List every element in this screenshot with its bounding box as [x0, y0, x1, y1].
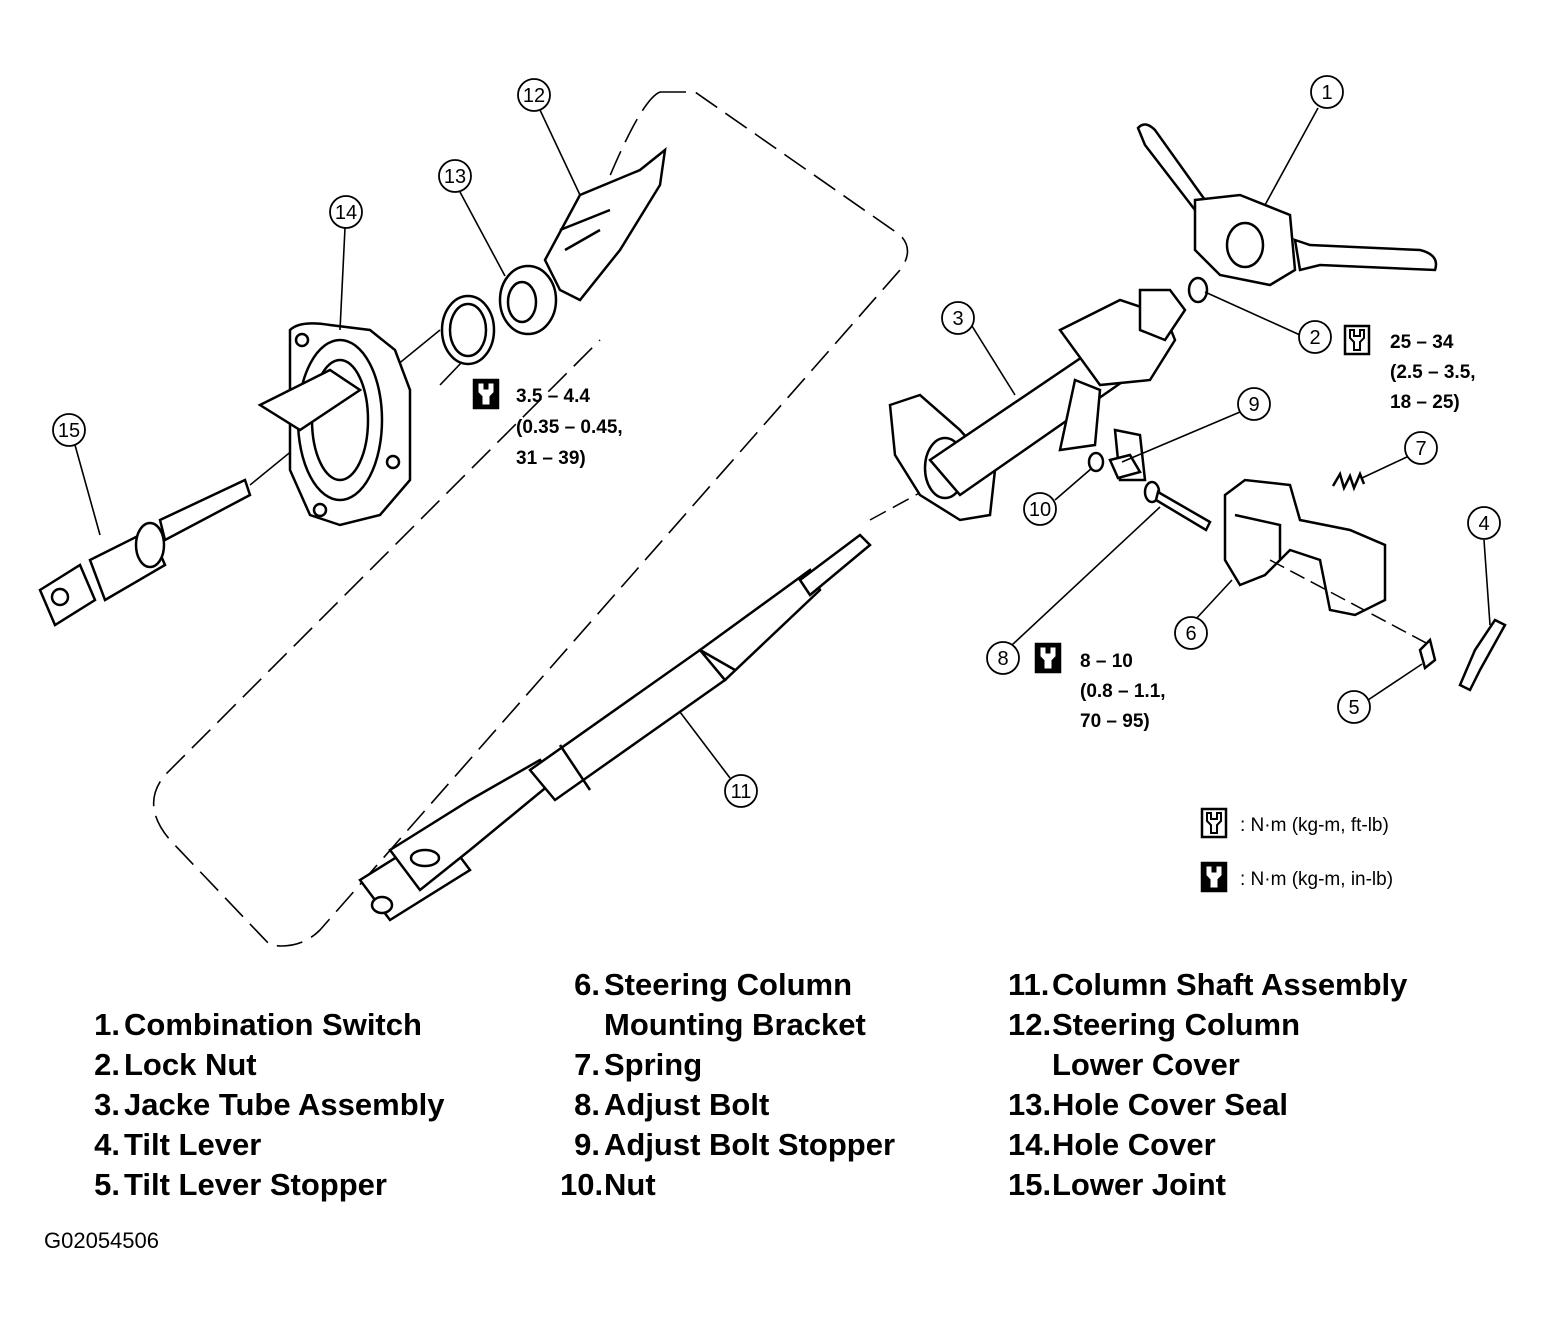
list-item: 14.Hole Cover [1008, 1127, 1216, 1162]
svg-text:10: 10 [1029, 499, 1051, 521]
adjust-bolt-stopper [1108, 453, 1142, 480]
torque-spec-hole-cover: 3.5 – 4.4 (0.35 – 0.45, 31 – 39) [472, 378, 623, 469]
callout-15: 15 [52, 413, 86, 447]
svg-text:7: 7 [1415, 438, 1426, 460]
svg-text:8: 8 [997, 648, 1008, 670]
jacket-tube-assembly [888, 288, 1187, 522]
parts-list-col3: 11.Column Shaft Assembly 12.Steering Col… [1008, 965, 1407, 1205]
svg-text:5: 5 [1348, 697, 1359, 719]
nut [1087, 451, 1105, 473]
svg-text:(0.8 – 1.1,: (0.8 – 1.1, [1080, 681, 1166, 702]
list-item: 9.Adjust Bolt Stopper [574, 1127, 896, 1162]
svg-text:70 – 95): 70 – 95) [1080, 711, 1150, 732]
list-item: 13.Hole Cover Seal [1008, 1087, 1289, 1122]
steering-column-lower-cover [543, 147, 667, 302]
callout-8: 8 [986, 641, 1020, 675]
callout-9: 9 [1237, 387, 1271, 421]
torque-spec-lock-nut: 25 – 34 (2.5 – 3.5, 18 – 25) [1343, 324, 1476, 413]
list-item: 4.Tilt Lever [94, 1127, 262, 1162]
svg-text:4: 4 [1478, 513, 1489, 535]
svg-text:: N·m (kg-m, in-lb): : N·m (kg-m, in-lb) [1240, 869, 1393, 890]
svg-text:(0.35 – 0.45,: (0.35 – 0.45, [516, 417, 623, 438]
hole-cover-seal [440, 264, 558, 366]
callout-2: 2 [1298, 320, 1332, 354]
svg-text:6: 6 [1185, 623, 1196, 645]
svg-text:3.5 – 4.4: 3.5 – 4.4 [516, 386, 590, 407]
callout-12: 12 [517, 78, 551, 112]
callout-6: 6 [1174, 616, 1208, 650]
tilt-lever [1458, 618, 1507, 692]
svg-text:(2.5 – 3.5,: (2.5 – 3.5, [1390, 362, 1476, 383]
figure-code: G02054506 [44, 1228, 159, 1253]
callout-5: 5 [1337, 690, 1371, 724]
tilt-lever-stopper [1418, 637, 1437, 671]
svg-text:14: 14 [335, 202, 357, 224]
filled-wrench-icon [1200, 861, 1228, 893]
filled-wrench-icon [472, 378, 500, 410]
list-item: 8.Adjust Bolt [574, 1087, 770, 1122]
svg-text:11: 11 [731, 781, 752, 803]
list-item: 3.Jacke Tube Assembly [94, 1087, 445, 1122]
list-item: 10.Nut [560, 1167, 656, 1202]
callout-7: 7 [1404, 431, 1438, 465]
lower-joint [38, 478, 252, 627]
svg-text:15: 15 [58, 420, 80, 442]
parts-list-col1: 1.Combination Switch 2.Lock Nut 3.Jacke … [80, 1005, 445, 1205]
filled-wrench-icon [1034, 642, 1062, 674]
list-item: 2.Lock Nut [94, 1047, 257, 1082]
torque-unit-legend: : N·m (kg-m, ft-lb) : N·m (kg-m, in-lb) [1200, 807, 1393, 893]
list-item: 11.Column Shaft Assembly [1008, 967, 1408, 1002]
column-shaft-assembly [358, 533, 872, 922]
list-item: 7.Spring [574, 1047, 703, 1082]
svg-text:25 – 34: 25 – 34 [1390, 332, 1454, 353]
callout-3: 3 [941, 301, 975, 335]
lock-nut [1187, 276, 1209, 304]
dashed-assembly-outline [152, 91, 909, 947]
open-wrench-icon [1343, 324, 1371, 356]
svg-text:18 – 25): 18 – 25) [1390, 392, 1460, 413]
svg-text:8 – 10: 8 – 10 [1080, 651, 1133, 672]
list-item: 15.Lower Joint [1008, 1167, 1226, 1202]
callout-4: 4 [1467, 506, 1501, 540]
svg-text:12: 12 [523, 85, 545, 107]
callout-10: 10 [1023, 492, 1057, 526]
callout-13: 13 [438, 159, 472, 193]
torque-spec-adjust-bolt: 8 – 10 (0.8 – 1.1, 70 – 95) [1034, 642, 1166, 732]
spring [1331, 470, 1366, 492]
svg-text:3: 3 [952, 308, 963, 330]
svg-text:2: 2 [1309, 327, 1320, 349]
svg-text:1: 1 [1321, 82, 1332, 104]
open-wrench-icon [1200, 807, 1228, 839]
steering-column-mounting-bracket [1223, 478, 1387, 617]
callout-11: 11 [724, 774, 758, 808]
svg-text:31 – 39): 31 – 39) [516, 448, 586, 469]
svg-text:13: 13 [444, 166, 466, 188]
hole-cover [257, 322, 412, 527]
callout-14: 14 [329, 195, 363, 229]
list-item: 1.Combination Switch [94, 1007, 422, 1042]
callout-1: 1 [1310, 75, 1344, 109]
svg-text:: N·m (kg-m, ft-lb): : N·m (kg-m, ft-lb) [1240, 815, 1389, 836]
svg-text:9: 9 [1248, 394, 1259, 416]
combination-switch [1136, 123, 1438, 287]
adjust-bolt [1143, 480, 1212, 532]
list-item: 5.Tilt Lever Stopper [94, 1167, 387, 1202]
